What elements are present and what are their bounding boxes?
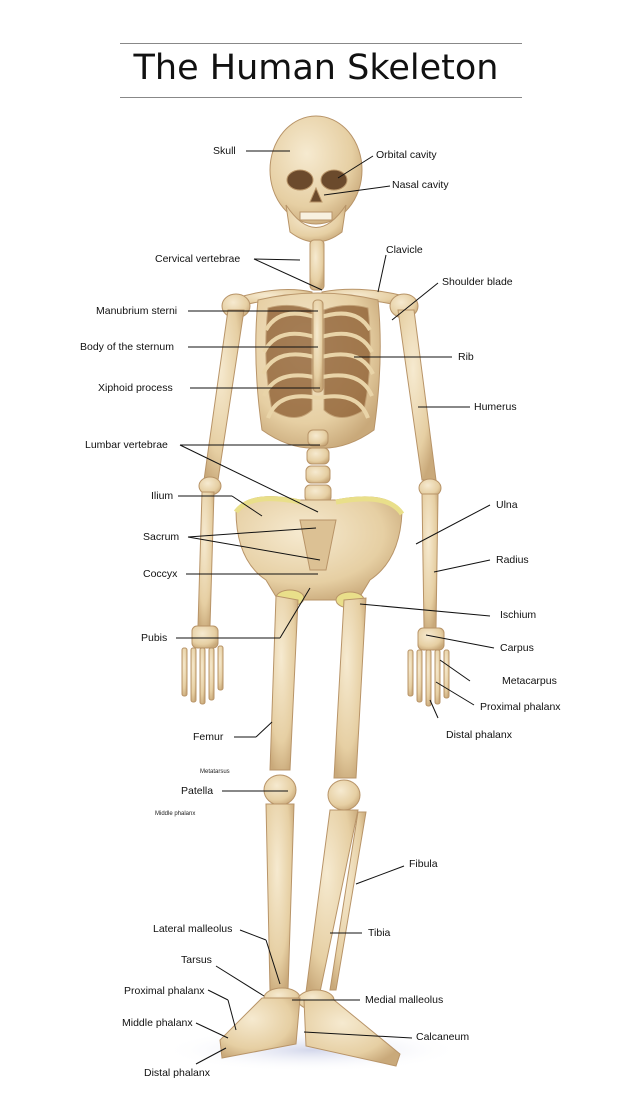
label-middle-phalanx-foot: Middle phalanx [122, 1017, 193, 1029]
diagram-title: The Human Skeleton [133, 48, 499, 88]
label-body-of-sternum: Body of the sternum [80, 341, 174, 353]
label-pubis: Pubis [141, 632, 168, 644]
label-xiphoid-process: Xiphoid process [98, 382, 173, 394]
label-carpus: Carpus [500, 642, 534, 654]
sacrum-shape [299, 519, 337, 571]
label-radius: Radius [496, 554, 529, 566]
label-tarsus: Tarsus [181, 954, 212, 966]
skeleton-figure [181, 115, 450, 1067]
label-skull: Skull [213, 145, 236, 157]
right-femur [333, 597, 367, 779]
label-ilium: Ilium [151, 490, 174, 502]
right-humerus [397, 309, 437, 481]
teeth [299, 211, 333, 221]
leader-lines [176, 150, 495, 1065]
label-clavicle: Clavicle [386, 244, 423, 256]
left-foot [219, 997, 301, 1059]
left-orbit [286, 169, 314, 191]
left-ilium-rim [233, 496, 301, 514]
left-hand [181, 625, 224, 705]
label-lumbar-vertebrae: Lumbar vertebrae [85, 439, 168, 451]
label-nasal-cavity: Nasal cavity [392, 179, 449, 191]
left-humerus [203, 309, 245, 481]
rib-lines [261, 311, 375, 419]
right-patella [327, 779, 361, 811]
label-ischium: Ischium [500, 609, 537, 621]
label-lateral-malleolus: Lateral malleolus [153, 923, 233, 935]
label-proximal-phalanx-hand: Proximal phalanx [480, 701, 561, 713]
right-hand [407, 627, 450, 707]
right-orbit [320, 169, 348, 191]
label-femur: Femur [193, 731, 224, 743]
label-metatarsus-small: Metatarsus [200, 769, 230, 775]
label-distal-phalanx-hand: Distal phalanx [446, 729, 512, 741]
sternum [312, 299, 324, 393]
label-ulna: Ulna [496, 499, 518, 511]
left-patella [263, 774, 297, 806]
label-patella: Patella [181, 785, 214, 797]
label-shoulder-blade: Shoulder blade [442, 276, 513, 288]
label-medial-malleolus: Medial malleolus [365, 994, 444, 1006]
label-rib: Rib [458, 351, 474, 363]
label-sacrum: Sacrum [143, 531, 180, 543]
label-tibia: Tibia [368, 927, 391, 939]
label-proximal-phalanx-foot: Proximal phalanx [124, 985, 205, 997]
label-coccyx: Coccyx [143, 568, 178, 580]
title-rule-top [120, 43, 522, 44]
label-manubrium-sterni: Manubrium sterni [96, 305, 178, 317]
label-distal-phalanx-foot: Distal phalanx [144, 1067, 210, 1079]
label-middle-phalanx-small: Middle phalanx [155, 811, 196, 817]
skull-shape [269, 115, 363, 225]
title-rule-bottom [120, 97, 522, 98]
nasal-opening [309, 186, 323, 203]
right-forearm [421, 493, 439, 629]
right-ilium-rim [335, 496, 405, 516]
label-fibula: Fibula [409, 858, 438, 870]
right-fibula [329, 811, 367, 991]
left-forearm [197, 491, 215, 627]
label-humerus: Humerus [474, 401, 517, 413]
label-metacarpus: Metacarpus [502, 675, 557, 687]
cervical-spine [309, 239, 325, 291]
label-cervical-vertebrae: Cervical vertebrae [155, 253, 241, 265]
left-femur [269, 595, 299, 771]
label-orbital-cavity: Orbital cavity [376, 149, 437, 161]
left-tibia [265, 803, 295, 991]
jaw-shape [285, 204, 347, 243]
label-calcaneum: Calcaneum [416, 1031, 470, 1043]
